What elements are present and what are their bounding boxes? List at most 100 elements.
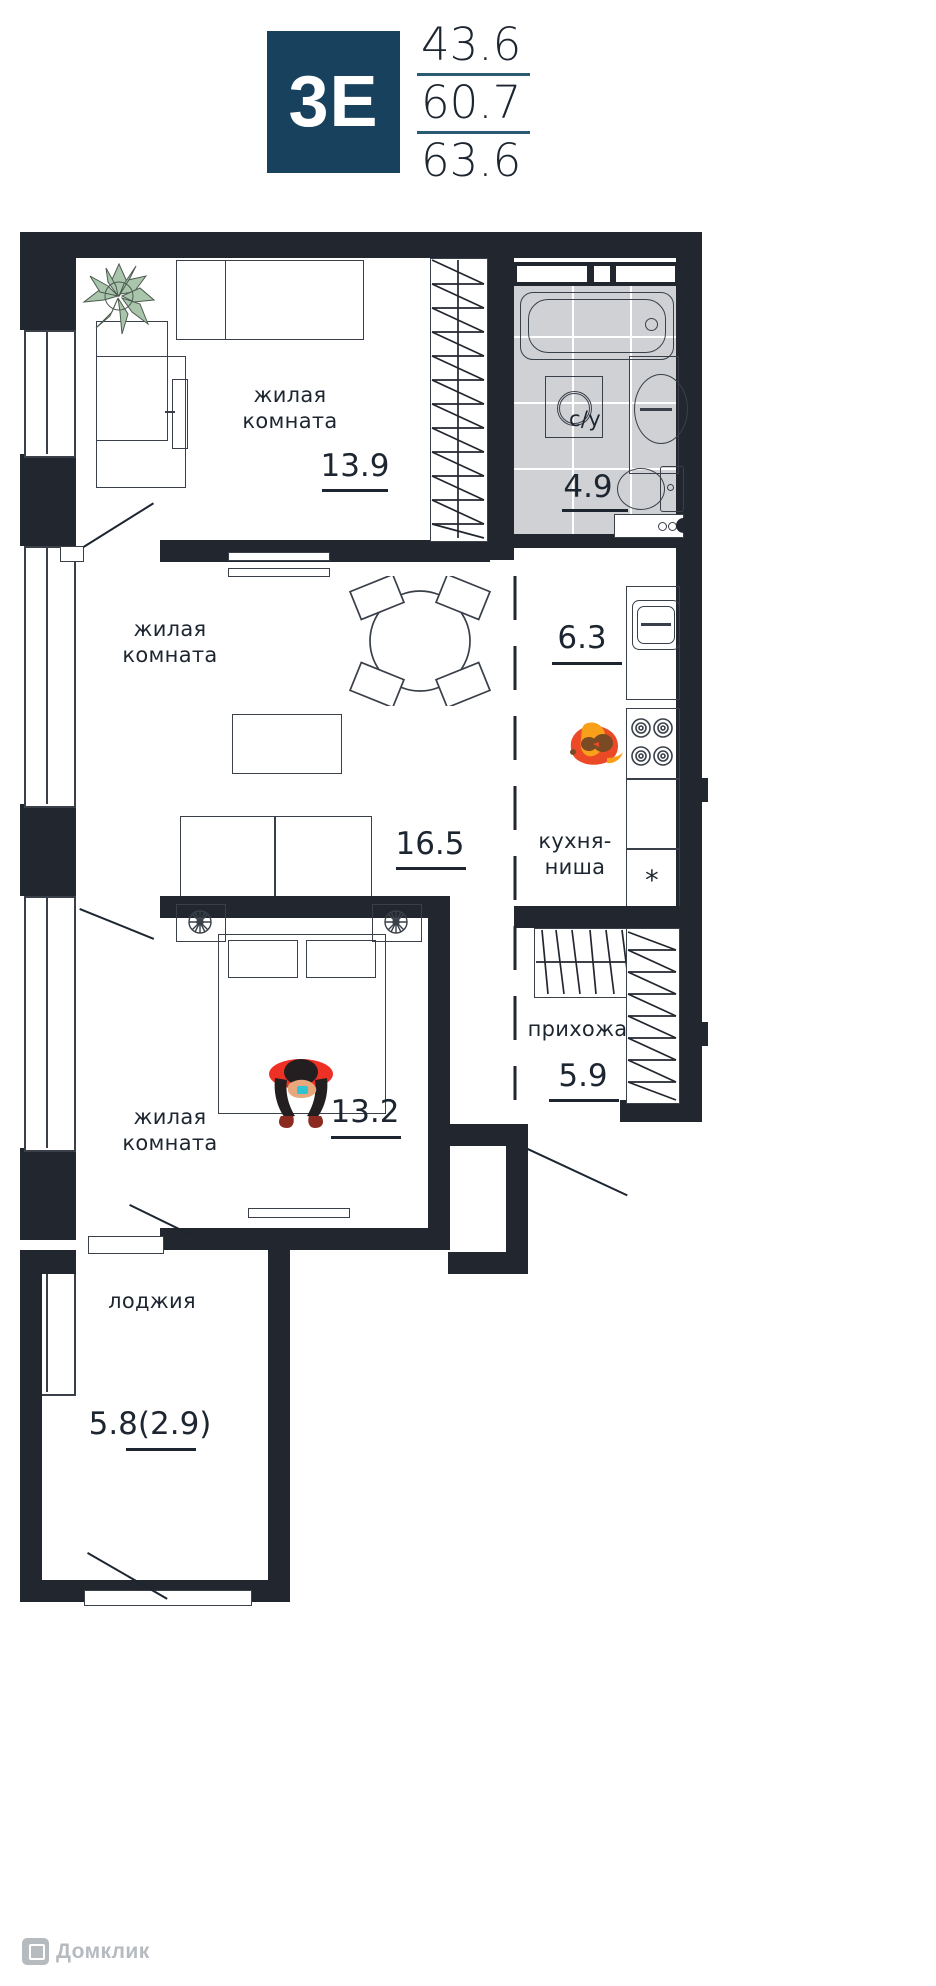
leader-bedroom-bottom-door (79, 908, 155, 940)
washing-machine-door-in (559, 393, 590, 424)
label-loggia: лоджия (108, 1289, 196, 1313)
washing-machine (545, 376, 603, 438)
wall-storage-right (506, 1124, 528, 1274)
kitchen-asterisk-marker: * (645, 865, 659, 896)
washing-machine-door (557, 391, 592, 426)
window-mullion-1 (46, 330, 48, 454)
wall-bathroom-left (492, 258, 514, 560)
area-rule-hallway (549, 1099, 619, 1102)
ac-unit-right (372, 904, 422, 942)
apartment-type-badge: 3Е (267, 31, 400, 173)
wall-storage-bottom (448, 1252, 528, 1274)
bathtub (520, 292, 674, 360)
area-bedroom-top: 13.9 (320, 448, 390, 484)
ac-unit-left (176, 904, 226, 942)
window-left-low (24, 896, 76, 1152)
leader-bedroom-top-door (80, 502, 154, 550)
bed-bottom-pillow-left (228, 940, 298, 978)
kitchen-stove (626, 708, 680, 780)
wall-bedroom-bottom-top (160, 896, 450, 918)
area-loggia: 5.8(2.9) (88, 1406, 212, 1442)
sink-basin (634, 374, 688, 444)
label-living-room: жилая комната (122, 617, 218, 667)
bath-counter-knob-1 (658, 522, 667, 531)
bathtub-inner (528, 299, 666, 353)
leader-storage (527, 1148, 628, 1197)
radiator-bedroom-bottom (248, 1208, 350, 1218)
wall-hallway-bottom (620, 1100, 702, 1122)
area-rule-kitchen (552, 662, 622, 665)
bed-bottom (218, 934, 386, 1114)
kitchen-sink (632, 600, 680, 650)
stove-burners-icon (631, 718, 673, 766)
plant-icon (82, 262, 156, 335)
window-mullion-2 (46, 546, 48, 804)
ac-fan-left-icon (188, 910, 212, 934)
area-summary: 43.6 60.7 63.6 (415, 19, 545, 187)
sofa (180, 816, 372, 900)
apartment-type-label: 3Е (288, 62, 379, 142)
hallway-wardrobe-1 (534, 928, 640, 998)
wall-exterior-right-lower (676, 906, 702, 1122)
window-left-upper (24, 330, 76, 458)
kitchen-counter-lower (626, 778, 680, 850)
bath-cabinet-2 (594, 266, 610, 282)
window-left-mid (24, 546, 76, 808)
radiator-bedroom-top-2 (228, 568, 330, 577)
door-bedroom-bottom (88, 1236, 164, 1254)
area-rule-bedroom-top (322, 489, 388, 492)
kitchen-sink-basin (637, 606, 675, 644)
floor-plan: жилая комната 13.9 с/у 4.9 жилая комната… (0, 196, 936, 1986)
coffee-table (232, 714, 342, 774)
window-mullion-3 (46, 896, 48, 1148)
window-mullion-4 (46, 1256, 48, 1392)
wall-kitchen-bottom (514, 906, 678, 928)
wardrobe-side-top (172, 379, 188, 449)
area-rule-bathroom (562, 509, 628, 512)
watermark-text: Домклик (56, 1939, 150, 1963)
wall-loggia-left-lower (20, 1250, 42, 1602)
domclick-logo-icon (22, 1938, 49, 1965)
area-rule-bedroom-bottom (331, 1136, 401, 1139)
sofa-split (274, 816, 276, 898)
area-kitchen: 6.3 (557, 620, 607, 656)
area-divider-1 (417, 73, 530, 76)
person-illustration (269, 1059, 333, 1128)
area-total: 60.7 (421, 76, 522, 129)
ac-fan-right-icon (384, 910, 408, 934)
wall-exterior-left-1 (20, 232, 76, 330)
loggia-door (84, 1590, 252, 1606)
area-total-living: 43.6 (421, 18, 522, 71)
bath-cabinet-3 (616, 266, 664, 282)
area-total-with-loggia: 63.6 (421, 134, 522, 187)
label-bedroom-top: жилая комната (242, 383, 338, 433)
bed-bottom-pillow-right (306, 940, 376, 978)
tile-grid-h1 (514, 336, 676, 338)
kitchen-faucet (641, 623, 671, 626)
label-kitchen: кухня- ниша (538, 829, 612, 879)
bathtub-drain (645, 318, 658, 331)
area-rule-living-room (396, 867, 466, 870)
watermark: Домклик (22, 1938, 150, 1965)
area-bathroom: 4.9 (563, 469, 613, 505)
hallway-wardrobe-2-hatch (627, 931, 677, 1101)
bath-counter-knob-3 (676, 518, 691, 533)
plan-header: 3Е 43.6 60.7 63.6 (0, 0, 936, 200)
tile-grid-h3 (514, 468, 676, 470)
desk-connector (165, 411, 175, 413)
area-bedroom-bottom: 13.2 (330, 1094, 400, 1130)
toilet-tank (660, 466, 684, 512)
bath-cabinet-4 (659, 266, 675, 282)
dog-illustration (570, 722, 623, 765)
bath-cabinet-1 (517, 266, 587, 282)
door-bedroom-top (60, 546, 84, 562)
opening-dashed-kitchen (513, 576, 517, 1100)
wall-loggia-right (268, 1250, 290, 1602)
toilet-bowl (617, 468, 665, 510)
hallway-wardrobe-1-hatch (536, 929, 636, 995)
door-notch-2 (698, 1022, 708, 1046)
tile-grid-v2 (630, 286, 632, 534)
sink-faucet (640, 408, 672, 411)
wall-bedroom-bottom-right (428, 896, 450, 1246)
label-hallway: прихожая (527, 1017, 641, 1041)
